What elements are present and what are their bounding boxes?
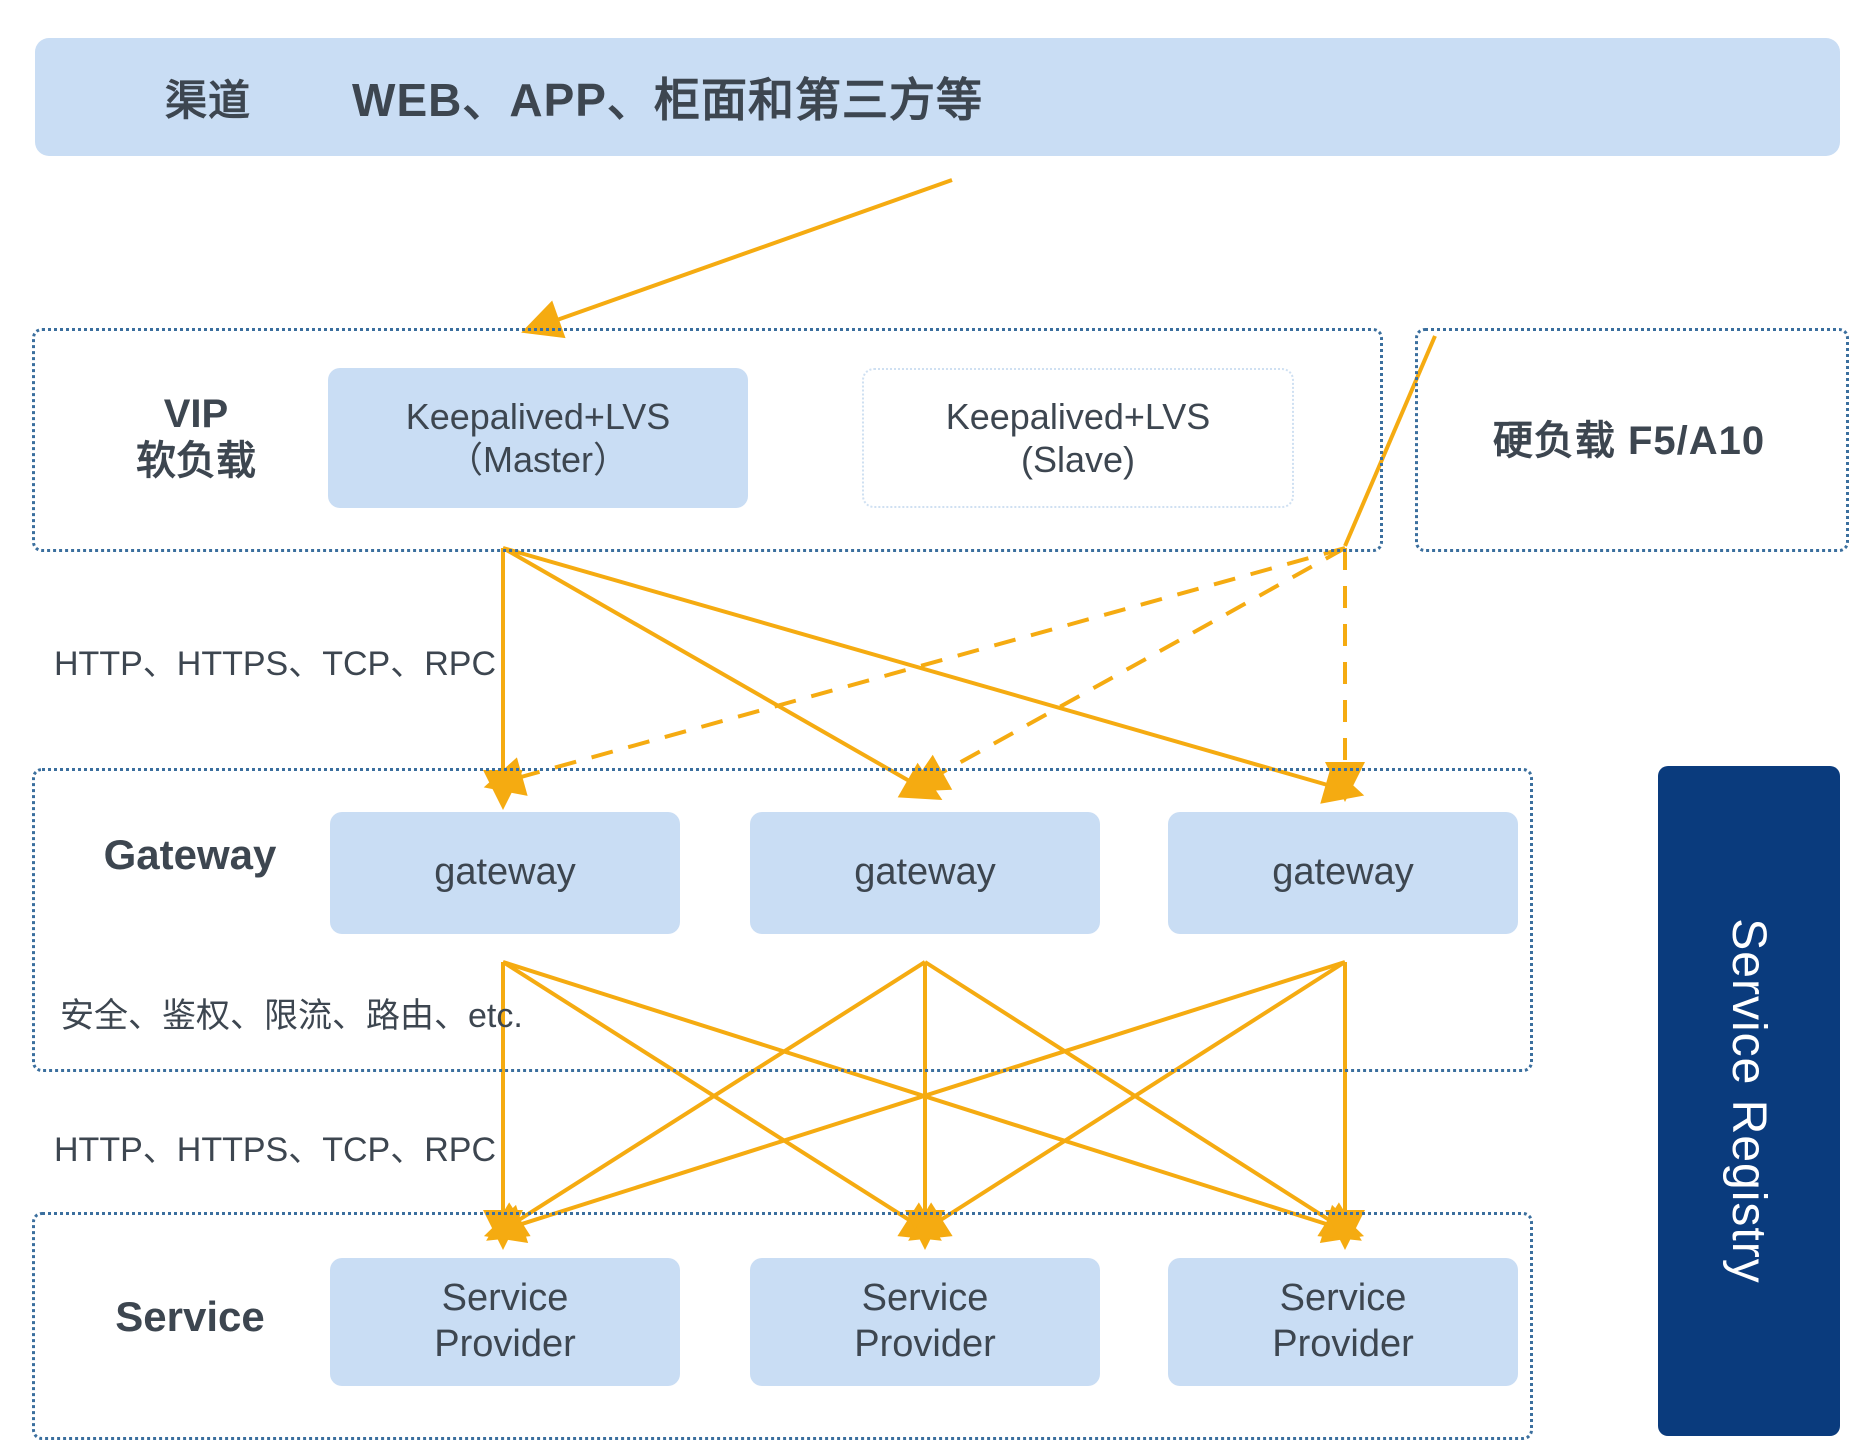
label-vip-to-gateway-protocols: HTTP、HTTPS、TCP、RPC bbox=[54, 645, 496, 683]
gateway-3-label: gateway bbox=[1272, 851, 1414, 894]
gateway-1-label: gateway bbox=[434, 851, 576, 894]
vip-layer-title: VIP 软负载 bbox=[96, 380, 296, 496]
channel-side-label: 渠道 bbox=[165, 76, 252, 124]
gateway-2-label: gateway bbox=[854, 851, 996, 894]
node-service-provider-1[interactable]: Service Provider bbox=[330, 1258, 680, 1386]
service-layer-title: Service bbox=[115, 1293, 265, 1341]
keepalived-master-line-2: （Master） bbox=[446, 439, 629, 480]
vip-title-line-2: 软负载 bbox=[136, 439, 256, 483]
keepalived-slave-line-2: (Slave) bbox=[1020, 439, 1135, 480]
node-gateway-3[interactable]: gateway bbox=[1168, 812, 1518, 934]
label-gateway-to-service-protocols: HTTP、HTTPS、TCP、RPC bbox=[54, 1131, 496, 1169]
service-provider-2-line-1: Service bbox=[861, 1277, 989, 1320]
service-provider-2-line-2: Provider bbox=[854, 1323, 996, 1365]
edge-channel-to-vip bbox=[521, 178, 953, 339]
node-gateway-2[interactable]: gateway bbox=[750, 812, 1100, 934]
keepalived-slave-line-1: Keepalived+LVS bbox=[945, 395, 1211, 437]
service-provider-3-line-2: Provider bbox=[1272, 1323, 1414, 1365]
node-keepalived-slave[interactable]: Keepalived+LVS (Slave) bbox=[862, 368, 1294, 508]
edge-master-to-gateway-2 bbox=[502, 546, 943, 800]
hardware-lb-label: 硬负载 F5/A10 bbox=[1492, 419, 1766, 463]
edge-master-to-gateway-3 bbox=[502, 546, 1365, 804]
channel-center-label: WEB、APP、柜面和第三方等 bbox=[352, 74, 983, 126]
edge-hwlb-to-gateway-1 bbox=[483, 546, 1346, 796]
node-service-provider-2[interactable]: Service Provider bbox=[750, 1258, 1100, 1386]
gateway-layer-title: Gateway bbox=[103, 831, 277, 879]
channel-banner: 渠道 WEB、APP、柜面和第三方等 bbox=[35, 38, 1840, 156]
keepalived-master-line-1: Keepalived+LVS bbox=[405, 395, 671, 437]
vip-title-line-1: VIP bbox=[163, 391, 229, 436]
label-gateway-features: 安全、鉴权、限流、路由、etc. bbox=[60, 997, 523, 1035]
service-provider-1-line-1: Service bbox=[441, 1277, 569, 1320]
node-gateway-1[interactable]: gateway bbox=[330, 812, 680, 934]
edge-hwlb-to-gateway-2 bbox=[907, 546, 1346, 792]
node-service-provider-3[interactable]: Service Provider bbox=[1168, 1258, 1518, 1386]
service-provider-3-line-1: Service bbox=[1279, 1277, 1407, 1320]
service-registry-panel[interactable]: Service Registry bbox=[1658, 766, 1840, 1436]
service-registry-label: Service Registry bbox=[1722, 918, 1776, 1284]
service-provider-1-line-2: Provider bbox=[434, 1323, 576, 1365]
node-keepalived-master[interactable]: Keepalived+LVS （Master） bbox=[328, 368, 748, 508]
